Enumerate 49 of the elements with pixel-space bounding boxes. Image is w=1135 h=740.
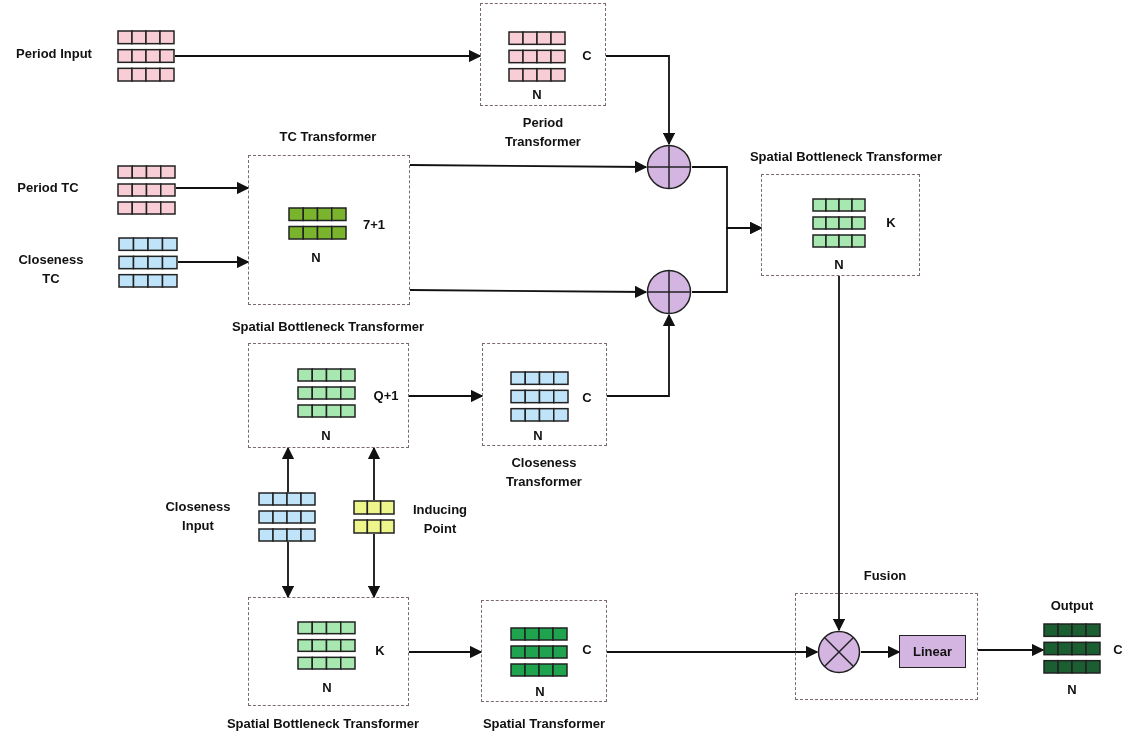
dimension-label: 7+1 (361, 215, 387, 234)
dimension-label: N (310, 248, 322, 267)
module-title: Period Transformer (504, 114, 582, 151)
dimension-label: N (321, 678, 333, 697)
dimension-label: N (1066, 680, 1078, 699)
dimension-label: C (581, 46, 593, 65)
dimension-label: N (534, 682, 546, 701)
arrow (281, 541, 295, 599)
arrow (367, 533, 381, 599)
dimension-label: N (320, 426, 332, 445)
dimension-label: K (885, 213, 897, 232)
arrow (409, 160, 648, 174)
module-title: Spatial Bottleneck Transformer (230, 317, 426, 336)
arrow (177, 255, 250, 269)
arrow (409, 285, 648, 299)
arrow (175, 181, 250, 195)
dimension-label: Q+1 (372, 386, 400, 405)
input-label: Period TC (16, 178, 80, 197)
arrow (606, 645, 819, 659)
module-title: TC Transformer (278, 127, 378, 146)
module-title: Spatial Transformer (481, 714, 607, 733)
input-label: Period Input (15, 44, 93, 63)
input-label: Output (1049, 596, 1095, 615)
module-title: Spatial Bottleneck Transformer (748, 147, 944, 166)
input-label: Closeness TC (17, 251, 85, 288)
arrow (367, 446, 381, 501)
input-label: Inducing Point (411, 501, 469, 538)
arrow (281, 446, 295, 493)
dimension-label: N (532, 426, 544, 445)
arrow (860, 645, 901, 659)
arrow (977, 643, 1045, 657)
arrow (691, 221, 763, 293)
linear-layer-box: Linear (899, 635, 966, 668)
arrow (408, 389, 484, 403)
module-title: Fusion (862, 566, 908, 585)
input-label: Closeness Input (164, 498, 232, 535)
dimension-label: N (531, 85, 543, 104)
dimension-label: C (1112, 640, 1124, 659)
dimension-label: C (581, 640, 593, 659)
module-title: Closeness Transformer (505, 454, 583, 491)
module-title: Spatial Bottleneck Transformer (225, 714, 421, 733)
dimension-label: C (581, 388, 593, 407)
arrow (605, 55, 676, 146)
arrow (606, 313, 676, 397)
arrow (174, 49, 482, 63)
dimension-label: K (374, 641, 386, 660)
dimension-label: N (833, 255, 845, 274)
arrow (408, 645, 483, 659)
arrow (832, 275, 846, 632)
